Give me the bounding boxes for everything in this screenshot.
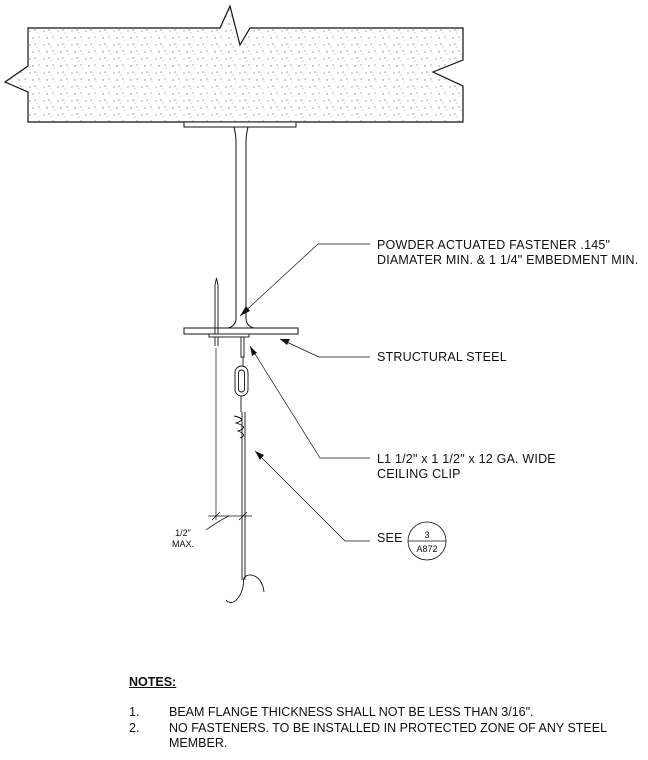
leader-arrowheads xyxy=(240,306,290,460)
structural-steel-callout: STRUCTURAL STEEL xyxy=(377,350,507,364)
bottom-beam-flange xyxy=(183,327,299,335)
note-item: 1. BEAM FLANGE THICKNESS SHALL NOT BE LES… xyxy=(129,705,629,720)
leader-lines xyxy=(239,243,370,542)
see-callout: SEE xyxy=(377,531,403,545)
max-dimension-value: 1/2" xyxy=(175,528,191,538)
note-text: NO FASTENERS. TO BE INSTALLED IN PROTECT… xyxy=(169,721,607,750)
steel-beam-web xyxy=(227,126,255,329)
note-text: BEAM FLANGE THICKNESS SHALL NOT BE LESS … xyxy=(169,705,534,719)
top-beam-flange xyxy=(183,121,297,128)
clip-callout: L1 1/2" x 1 1/2" x 12 GA. WIDE CEILING C… xyxy=(377,452,556,481)
note-number: 1. xyxy=(129,705,140,719)
notes-title: NOTES: xyxy=(129,675,177,689)
max-dimension-label: MAX. xyxy=(171,539,194,549)
hanger-wire xyxy=(225,357,265,603)
sheet-number: A872 xyxy=(416,544,438,554)
fastener-callout: POWDER ACTUATED FASTENER .145" DIAMATER … xyxy=(377,238,639,267)
ceiling-clip xyxy=(208,333,250,358)
detail-bubble xyxy=(407,521,447,561)
dimension-max xyxy=(205,348,252,531)
detail-number: 3 xyxy=(424,530,430,540)
note-number: 2. xyxy=(129,721,140,735)
concrete-slab xyxy=(3,4,464,123)
note-item: 2. NO FASTENERS. TO BE INSTALLED IN PROTE… xyxy=(129,721,629,751)
